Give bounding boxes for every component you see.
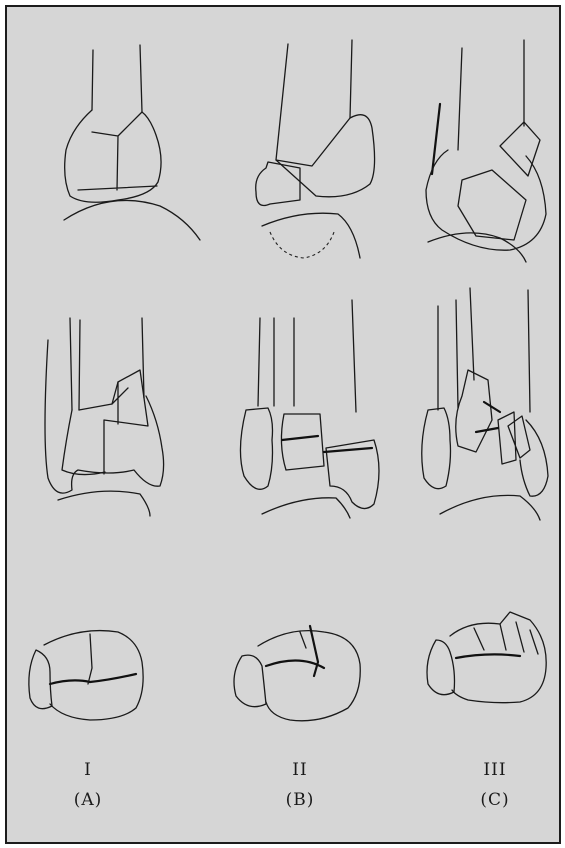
letter-label-a: (A) bbox=[48, 790, 128, 810]
type-iii-ap-view bbox=[426, 40, 546, 262]
letter-label-c: (C) bbox=[455, 790, 535, 810]
grade-label-i: I bbox=[48, 760, 128, 780]
type-i-ap-view bbox=[64, 45, 200, 240]
type-i-axial-view bbox=[29, 631, 143, 720]
type-iii-lateral-view bbox=[422, 288, 548, 520]
grade-label-iii: III bbox=[455, 760, 535, 780]
type-ii-axial-view bbox=[234, 626, 360, 721]
grade-label-ii: II bbox=[260, 760, 340, 780]
type-ii-ap-view bbox=[256, 40, 375, 258]
type-i-lateral-view bbox=[45, 318, 164, 516]
type-iii-axial-view bbox=[427, 612, 546, 703]
letter-label-b: (B) bbox=[260, 790, 340, 810]
type-ii-lateral-view bbox=[240, 300, 379, 518]
